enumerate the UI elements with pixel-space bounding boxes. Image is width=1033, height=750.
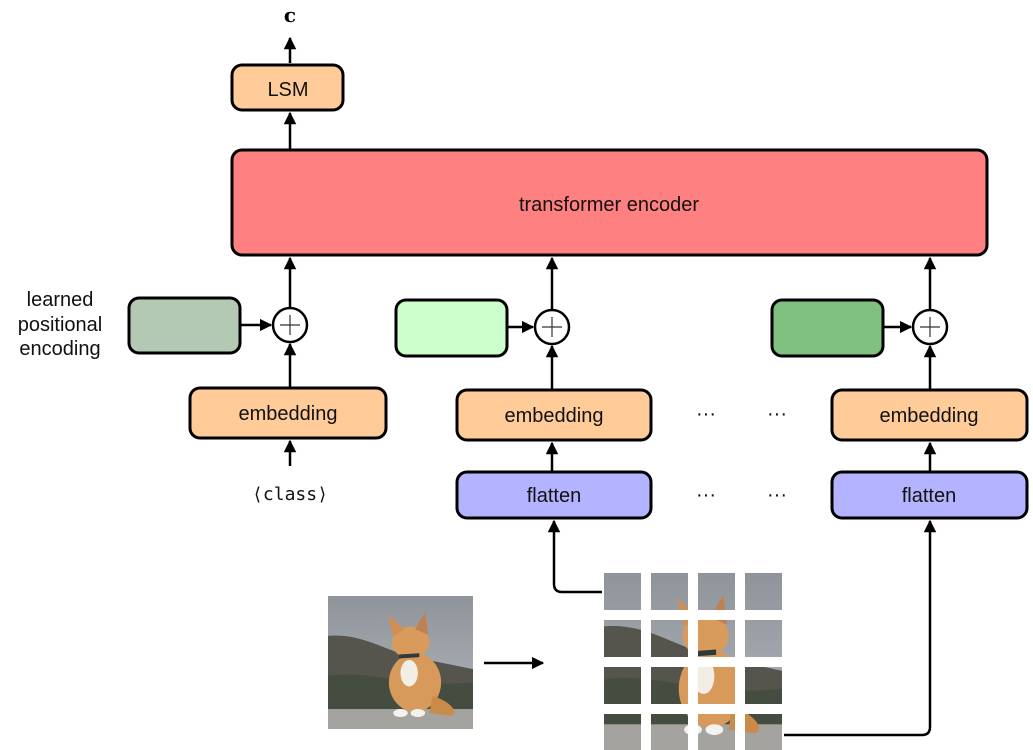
svg-text:learned: learned <box>27 289 94 311</box>
embedding-block <box>830 388 1029 442</box>
arrow-patch-to-flatten <box>784 519 937 737</box>
class-token-label: ⟨class⟩ <box>252 484 328 505</box>
lsm-block: LSM <box>230 63 345 112</box>
pos-enc-last <box>770 298 885 358</box>
arrow-patch-to-flatten <box>547 519 602 594</box>
ellipsis: ··· <box>767 484 787 506</box>
class-token-column: embedding ⟨class⟩ <box>127 256 388 505</box>
transformer-encoder-block: transformer encoder <box>230 148 989 257</box>
ellipsis: ··· <box>696 403 716 425</box>
pos-enc-class <box>127 296 242 355</box>
last-patch-column: embedding flatten <box>770 256 1029 737</box>
embedding-block <box>188 386 388 440</box>
embedding-block <box>455 388 653 442</box>
embedding-label: embedding <box>239 403 338 425</box>
image-patches-grid <box>604 573 782 750</box>
add-icon <box>533 308 571 346</box>
positional-encoding-label: learned positional encoding <box>18 289 103 360</box>
encoder-label: transformer encoder <box>519 194 699 216</box>
flatten-label: flatten <box>527 485 581 507</box>
flatten-block <box>455 470 653 520</box>
svg-text:positional: positional <box>18 314 103 336</box>
svg-text:encoding: encoding <box>19 338 100 360</box>
ellipsis: ··· <box>696 484 716 506</box>
output-label: c <box>284 3 296 27</box>
ellipsis: ··· <box>767 403 787 425</box>
embedding-label: embedding <box>880 405 979 427</box>
first-patch-column: embedding flatten <box>394 256 653 594</box>
input-cat-image <box>328 596 473 729</box>
add-icon <box>911 308 949 346</box>
embedding-label: embedding <box>505 405 604 427</box>
flatten-block <box>830 470 1029 520</box>
add-icon <box>271 306 309 344</box>
flatten-label: flatten <box>902 485 956 507</box>
pos-enc-first <box>394 298 509 358</box>
lsm-label: LSM <box>267 79 308 101</box>
